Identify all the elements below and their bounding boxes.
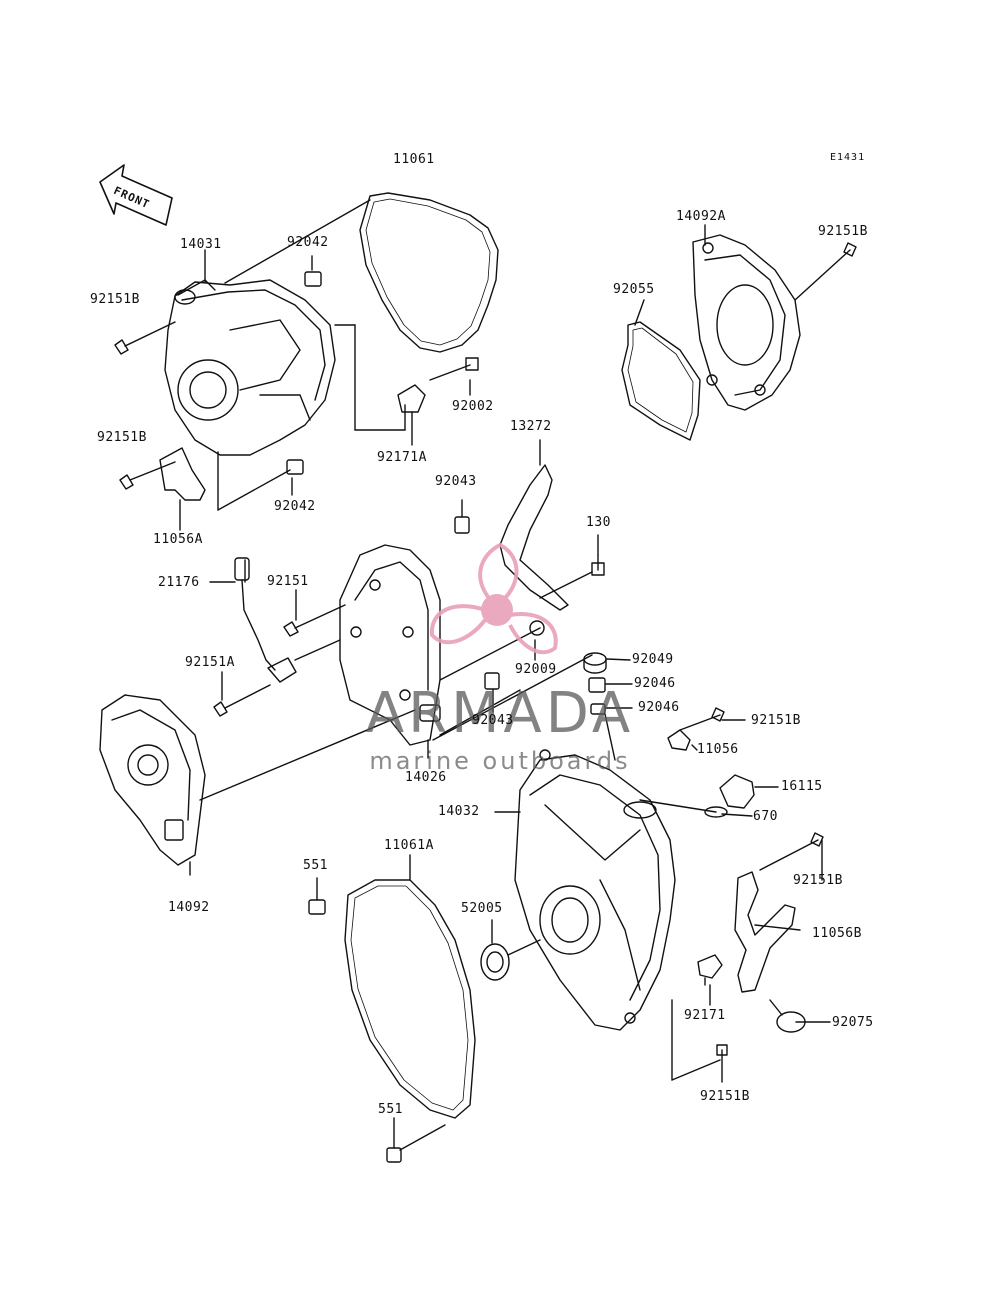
part-label-92042: 92042 [274, 499, 316, 514]
part-label-92046: 92046 [638, 700, 680, 715]
part-label-92151b: 92151B [751, 713, 801, 728]
part-label-551: 551 [303, 858, 328, 873]
part-label-11061a: 11061A [384, 838, 434, 853]
gasket-92055 [621, 321, 701, 441]
part-label-92171: 92171 [684, 1008, 726, 1023]
part-label-92009: 92009 [515, 662, 557, 677]
diagram-code: E1431 [830, 152, 866, 163]
part-label-92151b: 92151B [97, 430, 147, 445]
part-label-21176: 21176 [158, 575, 200, 590]
part-label-551: 551 [378, 1102, 403, 1117]
sensor-21176 [234, 557, 297, 683]
part-label-92075: 92075 [832, 1015, 874, 1030]
part-label-92151b: 92151B [793, 873, 843, 888]
plate-13272 [499, 464, 569, 611]
part-label-92151b: 92151B [700, 1089, 750, 1104]
part-label-92151a: 92151A [185, 655, 235, 670]
part-label-14032: 14032 [438, 804, 480, 819]
part-label-92002: 92002 [452, 399, 494, 414]
front-arrow-icon [99, 164, 173, 226]
clutch-cover-14032 [514, 749, 676, 1031]
cover-14092 [99, 579, 206, 866]
part-label-14092a: 14092A [676, 209, 726, 224]
part-label-11056: 11056 [697, 742, 739, 757]
part-label-92043: 92043 [435, 474, 477, 489]
cap-16115 [719, 774, 755, 809]
watermark-logo-icon [429, 542, 558, 655]
part-label-14026: 14026 [405, 770, 447, 785]
part-label-14092: 14092 [168, 900, 210, 915]
part-label-92151b: 92151B [818, 224, 868, 239]
part-label-11061: 11061 [393, 152, 435, 167]
bolt-92151b-left-top [114, 321, 176, 355]
part-label-92055: 92055 [613, 282, 655, 297]
part-label-670: 670 [753, 809, 778, 824]
part-label-92151b: 92151B [90, 292, 140, 307]
watermark-title: ARMADA [365, 681, 635, 746]
part-label-16115: 16115 [781, 779, 823, 794]
part-label-14031: 14031 [180, 237, 222, 252]
bolt-92151b-left-mid [119, 461, 176, 490]
gasket-11061a [344, 879, 476, 1119]
part-label-92042: 92042 [287, 235, 329, 250]
generator-cover-14031 [164, 279, 336, 456]
part-label-11056b: 11056B [812, 926, 862, 941]
part-label-92151: 92151 [267, 574, 309, 589]
part-label-92171a: 92171A [377, 450, 427, 465]
watermark-subtitle: marine outboards [369, 747, 631, 775]
part-label-52005: 52005 [461, 901, 503, 916]
part-label-13272: 13272 [510, 419, 552, 434]
part-label-130: 130 [586, 515, 611, 530]
part-label-92043: 92043 [472, 713, 514, 728]
cover-14092a [692, 234, 801, 411]
part-label-11056a: 11056A [153, 532, 203, 547]
part-label-92049: 92049 [632, 652, 674, 667]
part-label-92046: 92046 [634, 676, 676, 691]
gasket-11061 [359, 192, 499, 353]
